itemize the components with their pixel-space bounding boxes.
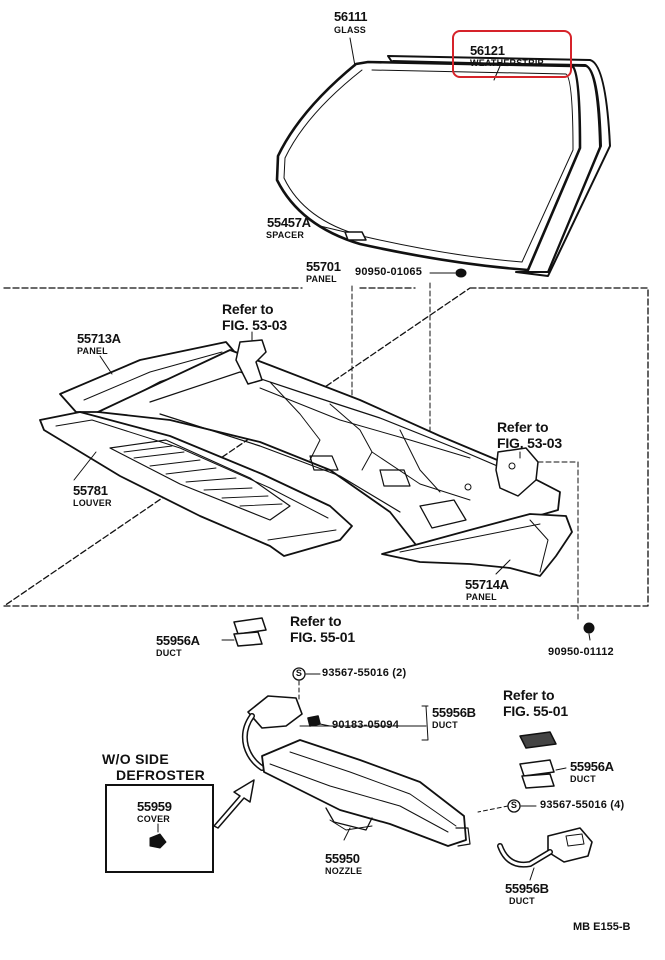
leader-louver — [73, 451, 97, 481]
part-number-panel-55714a: 55714A — [465, 577, 509, 592]
part-name-weatherstrip: WEATHERSTRIP — [470, 58, 544, 68]
ref-mid-line2: FIG. 55-01 — [290, 629, 355, 645]
part-number-duct-55956b-upper: 55956B — [432, 705, 476, 720]
ref-left-line2: FIG. 53-03 — [222, 317, 287, 333]
duct-55956a-upper — [221, 617, 267, 647]
leader-glass — [349, 37, 356, 67]
wo-side-defroster-box — [105, 784, 214, 873]
screw-letter-right: S — [510, 800, 518, 810]
part-name-duct-55956b-upper: DUCT — [432, 720, 458, 730]
duct-55956a-lower — [519, 731, 567, 789]
spacer-part — [319, 225, 367, 241]
duct-55956b-upper — [241, 695, 429, 771]
screw-symbol-left — [292, 667, 321, 703]
part-name-glass: GLASS — [334, 25, 367, 35]
part-number-duct-55956a-lower: 55956A — [570, 759, 614, 774]
ref-right-line2: FIG. 53-03 — [497, 435, 562, 451]
part-name-spacer: SPACER — [266, 230, 305, 240]
ref-left-line1: Refer to — [222, 301, 274, 317]
part-name-panel-55701: PANEL — [306, 274, 337, 284]
screw-letter-left: S — [295, 668, 303, 678]
wo-side-line2: DEFROSTER — [116, 767, 206, 783]
part-name-duct-55956a-upper: DUCT — [156, 648, 182, 658]
part-name-panel-55714a: PANEL — [466, 592, 497, 602]
duct-55956b-lower — [497, 827, 593, 881]
wo-side-line1: W/O SIDE — [102, 751, 169, 767]
ref-lower-line1: Refer to — [503, 687, 555, 703]
diagram-code: MB E155-B — [573, 921, 631, 933]
part-name-nozzle: NOZZLE — [325, 866, 363, 876]
assembly-group-box — [3, 287, 649, 607]
part-name-panel-55713a: PANEL — [77, 346, 108, 356]
ref-lower-line2: FIG. 55-01 — [503, 703, 568, 719]
part-number-93567-55016-2: 93567-55016 (2) — [322, 667, 407, 679]
cowl-panel-assembly — [39, 339, 573, 577]
leader-panel-55713a — [99, 355, 113, 375]
part-number-glass: 56111 — [334, 9, 368, 24]
leader-panel-55714a — [495, 559, 511, 575]
part-number-panel-55713a: 55713A — [77, 331, 121, 346]
clip-90950-01112 — [537, 461, 595, 641]
part-name-duct-55956a-lower: DUCT — [570, 774, 596, 784]
ref-mid-line1: Refer to — [290, 613, 342, 629]
part-number-panel-55701: 55701 — [306, 259, 341, 274]
highlight-box — [452, 30, 572, 78]
part-number-90950-01112: 90950-01112 — [548, 646, 614, 658]
part-number-duct-55956a-upper: 55956A — [156, 633, 200, 648]
glass-shape — [275, 60, 582, 272]
part-number-90183-05094: 90183-05094 — [332, 719, 400, 731]
part-number-93567-55016-4: 93567-55016 (4) — [540, 799, 625, 811]
part-name-cover: COVER — [137, 814, 171, 824]
part-name-duct-55956b-lower: DUCT — [509, 896, 535, 906]
part-number-90950-01065: 90950-01065 — [355, 266, 423, 278]
part-number-louver: 55781 — [73, 483, 108, 498]
part-number-spacer: 55457A — [267, 215, 311, 230]
part-number-nozzle: 55950 — [325, 851, 360, 866]
cover-arrow — [213, 779, 255, 829]
part-number-duct-55956b-lower: 55956B — [505, 881, 549, 896]
ref-right-line1: Refer to — [497, 419, 549, 435]
nozzle-part — [261, 739, 471, 847]
part-number-weatherstrip: 56121 — [470, 43, 505, 58]
part-number-cover: 55959 — [137, 799, 172, 814]
cover-part — [149, 823, 167, 849]
part-name-louver: LOUVER — [73, 498, 112, 508]
screw-symbol-right — [477, 799, 537, 813]
weatherstrip-shape — [387, 55, 611, 277]
